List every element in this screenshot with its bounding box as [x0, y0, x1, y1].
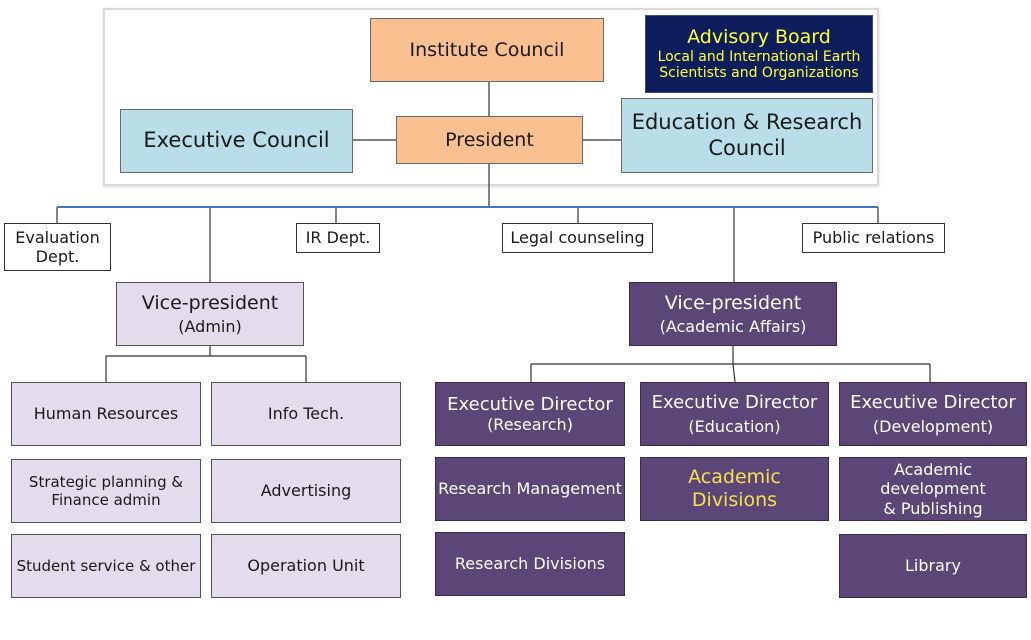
institute-council-label: Institute Council [409, 38, 565, 61]
advertising-box: Advertising [211, 459, 401, 523]
advertising-label: Advertising [260, 481, 352, 501]
research-divisions-label: Research Divisions [454, 554, 606, 574]
institute-council-box: Institute Council [370, 18, 604, 82]
academic-divisions-line2: Divisions [691, 489, 778, 511]
exec-director-development-box: Executive Director (Development) [839, 382, 1027, 446]
president-box: President [396, 116, 583, 164]
strategic-planning-line1: Strategic planning & [28, 473, 184, 491]
vp-admin-title: Vice-president [141, 292, 279, 314]
exec-director-education-box: Executive Director (Education) [640, 382, 829, 446]
advisory-board-line2: Scientists and Organizations [659, 65, 859, 82]
operation-unit-box: Operation Unit [211, 534, 401, 598]
education-research-council-box: Education & Research Council [621, 98, 873, 173]
strategic-planning-line2: Finance admin [51, 491, 161, 509]
president-label: President [445, 128, 534, 151]
ir-dept-label: IR Dept. [305, 228, 371, 248]
public-relations-label: Public relations [812, 228, 935, 248]
exec-director-development-title: Executive Director [850, 392, 1016, 414]
executive-council-label: Executive Council [143, 128, 330, 153]
ir-dept-box: IR Dept. [296, 223, 380, 253]
evaluation-dept-box: Evaluation Dept. [4, 223, 111, 271]
vp-academic-box: Vice-president (Academic Affairs) [629, 282, 837, 346]
academic-development-line1: Academic development [880, 460, 986, 499]
legal-counseling-box: Legal counseling [502, 223, 653, 253]
library-label: Library [905, 556, 961, 576]
exec-director-education-title: Executive Director [651, 392, 818, 414]
evaluation-dept-line1: Evaluation [15, 227, 100, 247]
operation-unit-label: Operation Unit [247, 556, 365, 576]
student-service-label: Student service & other [16, 557, 196, 575]
human-resources-label: Human Resources [33, 404, 179, 424]
connector-academic-mid [732, 363, 736, 383]
advisory-board-box: Advisory Board Local and International E… [645, 15, 873, 93]
advisory-board-title: Advisory Board [687, 25, 831, 48]
advisory-board-line1: Local and International Earth [657, 48, 861, 65]
vp-academic-title: Vice-president [664, 292, 802, 314]
academic-divisions-line1: Academic [688, 466, 781, 489]
legal-counseling-label: Legal counseling [510, 228, 645, 248]
exec-director-research-title: Executive Director [447, 393, 613, 415]
exec-director-development-sub: (Development) [872, 416, 994, 436]
vp-academic-sub: (Academic Affairs) [659, 316, 807, 336]
academic-development-line2: & Publishing [883, 498, 983, 518]
academic-development-box: Academic development & Publishing [839, 457, 1027, 521]
vp-admin-box: Vice-president (Admin) [116, 282, 304, 346]
evaluation-dept-line2: Dept. [35, 247, 80, 266]
public-relations-box: Public relations [802, 223, 945, 253]
exec-director-research-box: Executive Director (Research) [435, 382, 625, 446]
library-box: Library [839, 534, 1027, 598]
info-tech-label: Info Tech. [267, 404, 345, 424]
exec-director-education-sub: (Education) [688, 416, 781, 436]
academic-divisions-box: Academic Divisions [640, 457, 829, 521]
research-management-box: Research Management [435, 457, 625, 521]
executive-council-box: Executive Council [120, 109, 353, 173]
vp-admin-sub: (Admin) [178, 316, 242, 336]
strategic-planning-box: Strategic planning & Finance admin [11, 459, 201, 523]
human-resources-box: Human Resources [11, 382, 201, 446]
exec-director-research-sub: (Research) [487, 415, 573, 435]
student-service-box: Student service & other [11, 534, 201, 598]
education-research-council-line1: Education & Research [631, 110, 863, 135]
info-tech-box: Info Tech. [211, 382, 401, 446]
research-divisions-box: Research Divisions [435, 532, 625, 596]
research-management-label: Research Management [438, 479, 622, 499]
education-research-council-line2: Council [708, 135, 786, 160]
